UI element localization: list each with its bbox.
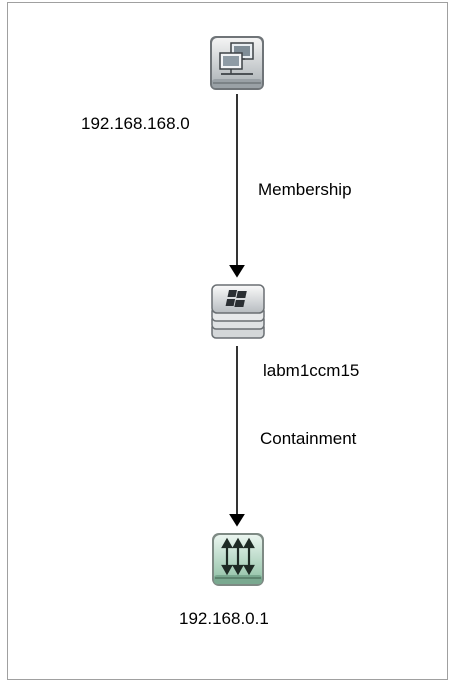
ip-interface-icon <box>212 533 264 586</box>
node-label-network: 192.168.168.0 <box>81 114 190 133</box>
edge-label-membership: Membership <box>258 180 352 199</box>
edge-label-containment: Containment <box>260 429 357 448</box>
node-label-host: labm1ccm15 <box>263 361 360 380</box>
ip-address-node[interactable] <box>210 531 266 587</box>
network-node[interactable] <box>207 33 264 90</box>
network-icon <box>210 36 264 90</box>
windows-host-node[interactable] <box>209 283 265 339</box>
windows-server-icon <box>211 284 265 339</box>
node-label-ip: 192.168.0.1 <box>179 609 269 628</box>
